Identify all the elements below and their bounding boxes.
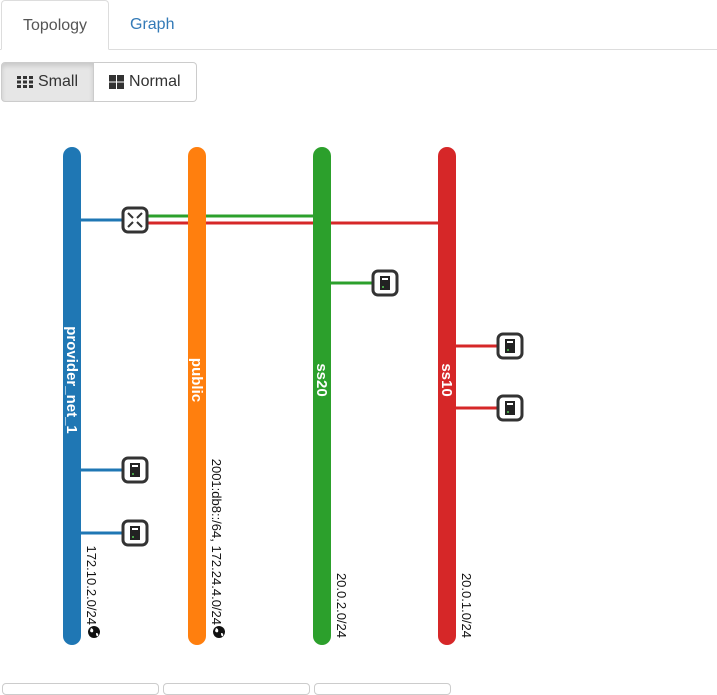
network-ss20[interactable]: ss20 20.0.2.0/24	[313, 147, 349, 645]
network-bar[interactable]	[63, 147, 81, 645]
tab-topology[interactable]: Topology	[1, 0, 110, 50]
small-button[interactable]: Small	[1, 62, 95, 102]
bottom-button[interactable]	[2, 683, 159, 695]
bottom-button[interactable]	[163, 683, 310, 695]
globe-icon	[213, 626, 225, 638]
network-name: provider_net_1	[63, 326, 80, 434]
network-provider_net_1[interactable]: provider_net_1 172.10.2.0/24	[63, 147, 100, 645]
grid-small-icon	[17, 76, 33, 88]
network-ss10[interactable]: ss10 20.0.1.0/24	[438, 147, 474, 645]
network-name: public	[188, 358, 205, 402]
normal-label: Normal	[129, 73, 181, 90]
normal-button[interactable]: Normal	[94, 62, 197, 102]
network-cidr: 172.10.2.0/24	[84, 545, 99, 625]
tab-graph[interactable]: Graph	[130, 16, 175, 33]
server-icon[interactable]	[121, 456, 149, 484]
network-bar[interactable]	[438, 147, 456, 645]
server-icon[interactable]	[496, 394, 524, 422]
small-label: Small	[38, 73, 79, 90]
network-name: ss10	[438, 363, 455, 396]
network-name: ss20	[313, 363, 330, 396]
bottom-button[interactable]	[314, 683, 451, 695]
globe-icon	[88, 626, 100, 638]
tab-bar: Topology Graph	[0, 0, 717, 50]
server-icon[interactable]	[496, 332, 524, 360]
server-icon[interactable]	[121, 519, 149, 547]
router-icon[interactable]	[121, 206, 149, 234]
view-size-toggle: Small Normal	[1, 62, 197, 102]
network-bar[interactable]	[188, 147, 206, 645]
network-cidr: 20.0.2.0/24	[334, 573, 349, 638]
server-icon[interactable]	[371, 269, 399, 297]
network-cidr: 2001:db8::/64, 172.24.4.0/24	[209, 459, 224, 625]
network-bar[interactable]	[313, 147, 331, 645]
network-cidr: 20.0.1.0/24	[459, 573, 474, 638]
grid-large-icon	[109, 75, 125, 89]
